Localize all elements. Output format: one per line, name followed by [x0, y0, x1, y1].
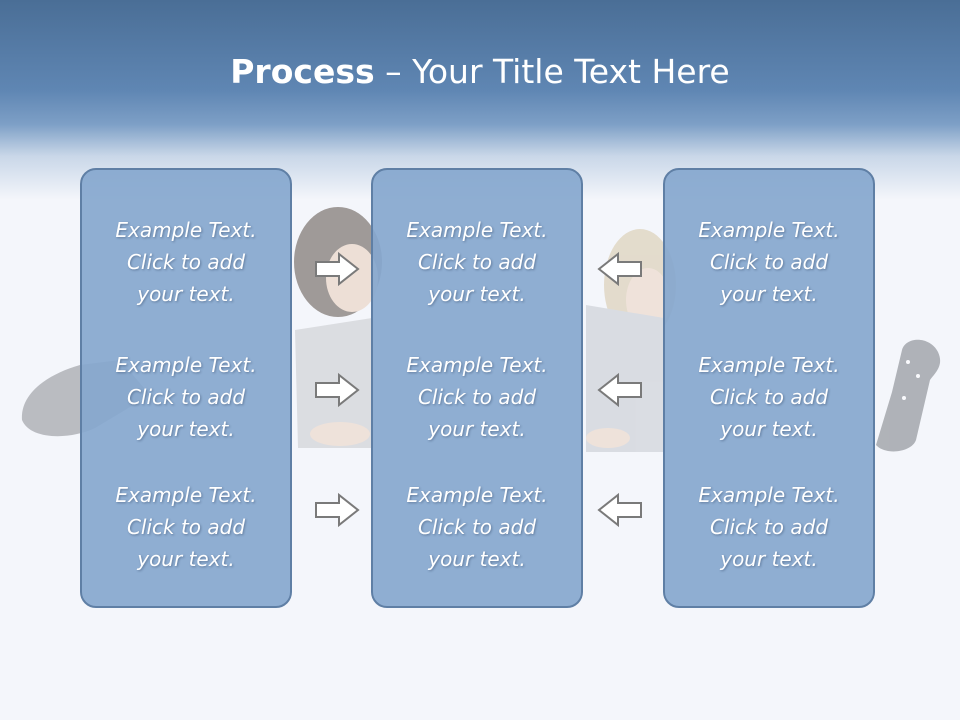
text-line: your text. — [428, 547, 526, 571]
title-rest: – Your Title Text Here — [374, 52, 730, 91]
text-line: your text. — [137, 417, 235, 441]
text-line: your text. — [720, 417, 818, 441]
text-line: your text. — [137, 282, 235, 306]
panel-text-block[interactable]: Example Text. Click to add your text. — [373, 349, 581, 445]
text-line: Example Text. — [406, 353, 548, 377]
panel-text-block[interactable]: Example Text. Click to add your text. — [665, 214, 873, 310]
panel-left[interactable]: Example Text. Click to add your text. Ex… — [80, 168, 292, 608]
text-line: Example Text. — [406, 218, 548, 242]
text-line: Click to add — [417, 385, 537, 409]
text-line: your text. — [720, 282, 818, 306]
panel-text-block[interactable]: Example Text. Click to add your text. — [82, 479, 290, 575]
title-bold: Process — [230, 52, 375, 91]
text-line: Example Text. — [115, 353, 257, 377]
text-line: Example Text. — [698, 218, 840, 242]
panel-text-block[interactable]: Example Text. Click to add your text. — [373, 479, 581, 575]
panel-center[interactable]: Example Text. Click to add your text. Ex… — [371, 168, 583, 608]
right-arrow-icon[interactable] — [313, 251, 361, 287]
text-line: Click to add — [126, 385, 246, 409]
text-line: your text. — [137, 547, 235, 571]
text-line: Example Text. — [115, 218, 257, 242]
text-line: Click to add — [709, 250, 829, 274]
panel-text-block[interactable]: Example Text. Click to add your text. — [82, 349, 290, 445]
text-line: Example Text. — [698, 353, 840, 377]
text-line: Example Text. — [406, 483, 548, 507]
text-line: Click to add — [417, 250, 537, 274]
right-arrow-icon[interactable] — [313, 372, 361, 408]
text-line: your text. — [428, 282, 526, 306]
text-line: Example Text. — [698, 483, 840, 507]
text-line: Click to add — [709, 385, 829, 409]
panel-text-block[interactable]: Example Text. Click to add your text. — [373, 214, 581, 310]
text-line: Click to add — [417, 515, 537, 539]
right-arrow-icon[interactable] — [313, 492, 361, 528]
left-arrow-icon[interactable] — [596, 372, 644, 408]
panel-right[interactable]: Example Text. Click to add your text. Ex… — [663, 168, 875, 608]
left-arrow-icon[interactable] — [596, 251, 644, 287]
panel-text-block[interactable]: Example Text. Click to add your text. — [82, 214, 290, 310]
text-line: Click to add — [126, 250, 246, 274]
panel-text-block[interactable]: Example Text. Click to add your text. — [665, 479, 873, 575]
text-line: Example Text. — [115, 483, 257, 507]
page-title[interactable]: Process – Your Title Text Here — [0, 52, 960, 91]
header-band — [0, 0, 960, 200]
panel-text-block[interactable]: Example Text. Click to add your text. — [665, 349, 873, 445]
text-line: Click to add — [126, 515, 246, 539]
text-line: Click to add — [709, 515, 829, 539]
text-line: your text. — [720, 547, 818, 571]
text-line: your text. — [428, 417, 526, 441]
left-arrow-icon[interactable] — [596, 492, 644, 528]
